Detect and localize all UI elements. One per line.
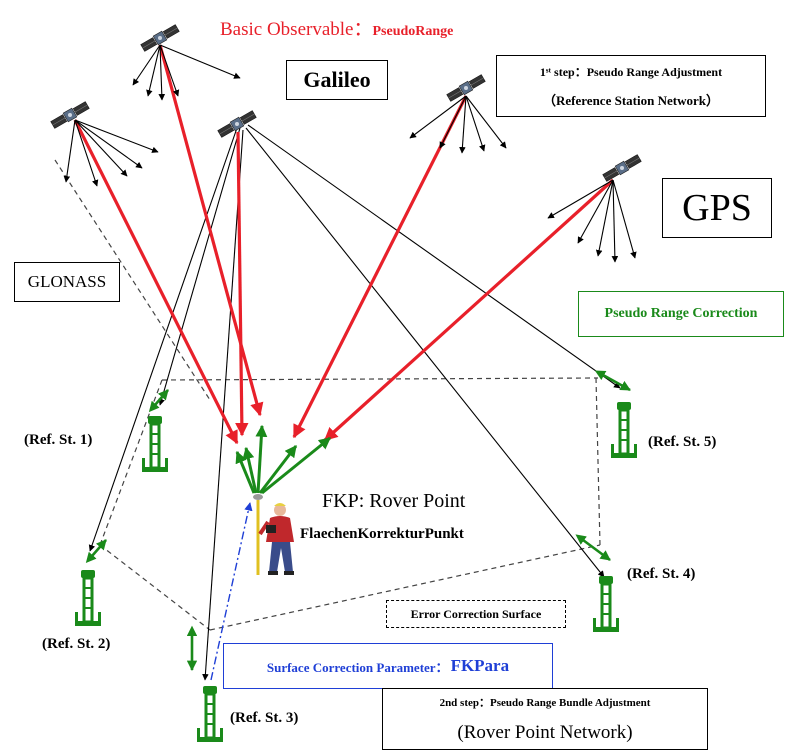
pseudo-range-correction-box: Pseudo Range Correction <box>578 291 784 337</box>
pseudorange-signals <box>73 44 615 445</box>
correction-arrows <box>235 424 331 495</box>
error-surface-box: Error Correction Surface <box>386 600 566 628</box>
step2-line2: (Rover Point Network) <box>457 722 633 743</box>
surveyor-icon <box>253 494 294 575</box>
step1-box: 1ˢᵗ step：Pseudo Range Adjustment （Refere… <box>496 55 766 117</box>
observation-lines <box>88 124 621 681</box>
step1-line1: 1ˢᵗ step：Pseudo Range Adjustment <box>539 65 723 79</box>
gps-label: GPS <box>682 187 752 229</box>
step1-line2: （Reference Station Network） <box>543 93 719 108</box>
glonass-label: GLONASS <box>27 272 107 291</box>
reference-antenna-icon <box>609 400 639 460</box>
station-label-3: (Ref. St. 3) <box>230 710 299 726</box>
page-title: Basic Observable：PseudoRange <box>220 14 453 41</box>
step2-line1: 2nd step：Pseudo Range Bundle Adjustment <box>439 697 651 709</box>
station-label-5: (Ref. St. 5) <box>648 434 717 450</box>
title-prefix: Basic Observable： <box>220 19 373 40</box>
satellite-icon <box>50 101 90 129</box>
station-label-2: (Ref. St. 2) <box>42 636 111 652</box>
reference-antenna-icon <box>73 568 103 628</box>
reference-antenna-icon <box>195 684 225 744</box>
galileo-label-box: Galileo <box>286 60 388 100</box>
surface-param-prefix: Surface Correction Parameter： <box>266 659 449 675</box>
glonass-label-box: GLONASS <box>14 262 120 302</box>
station-label-1: (Ref. St. 1) <box>24 432 93 448</box>
pseudo-range-correction-label: Pseudo Range Correction <box>604 306 758 321</box>
surface-correction-line <box>210 502 253 681</box>
gps-label-box: GPS <box>662 178 772 238</box>
surface-param-value: FKPara <box>450 656 510 675</box>
surface-param-box: Surface Correction Parameter：FKPara <box>223 643 553 689</box>
title-highlight: PseudoRange <box>372 24 454 39</box>
station-correction-arrows <box>85 370 631 672</box>
rover-subtitle: FlaechenKorrekturPunkt <box>300 526 464 542</box>
error-surface-label: Error Correction Surface <box>410 606 542 621</box>
station-label-4: (Ref. St. 4) <box>627 566 696 582</box>
satellite-broadcast-arrows <box>63 44 637 263</box>
step2-box: 2nd step：Pseudo Range Bundle Adjustment … <box>382 688 708 750</box>
satellite-icon <box>602 154 642 182</box>
rover-title: FKP: Rover Point <box>322 490 466 512</box>
galileo-label: Galileo <box>303 67 371 92</box>
reference-antenna-icon <box>591 574 621 634</box>
